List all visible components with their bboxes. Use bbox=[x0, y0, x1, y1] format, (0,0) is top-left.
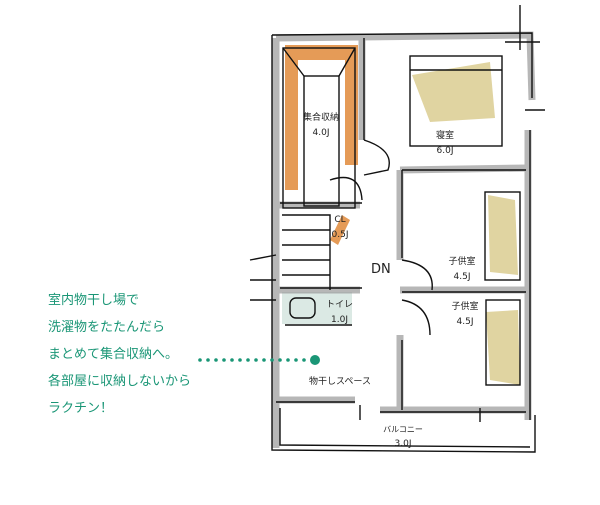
note-line: 室内物干し場で bbox=[48, 293, 140, 308]
room-name: バルコニー bbox=[383, 425, 423, 434]
bedroom-bed-fill bbox=[412, 62, 495, 122]
annotation-note: 室内物干し場で 洗濯物をたたんだら まとめて集合収納へ。 各部屋に収納しないから… bbox=[48, 287, 191, 422]
room-kids2: 子供室 4.5J bbox=[440, 300, 490, 330]
room-closet: CL 0.5J bbox=[325, 213, 355, 243]
room-size: 6.0J bbox=[436, 146, 454, 156]
dotted-leader-line bbox=[198, 355, 320, 365]
room-name: トイレ bbox=[325, 300, 353, 310]
room-name: 子供室 bbox=[451, 302, 479, 312]
room-size: 3.0J bbox=[394, 439, 412, 449]
room-drying-space: 物干しスペース bbox=[300, 375, 380, 390]
room-name: 集合収納 bbox=[302, 113, 339, 123]
note-line: ラクチン！ bbox=[48, 401, 114, 416]
note-line: 各部屋に収納しないから bbox=[48, 374, 192, 389]
leader-endpoint bbox=[310, 355, 320, 365]
room-toilet: トイレ 1.0J bbox=[322, 298, 357, 328]
room-size: 4.0J bbox=[312, 128, 330, 138]
room-size: 4.5J bbox=[453, 272, 471, 282]
toilet-fill bbox=[282, 292, 352, 324]
note-line: 洗濯物をたたんだら bbox=[48, 320, 166, 335]
room-bedroom: 寝室 6.0J bbox=[420, 129, 470, 159]
closet-highlight bbox=[330, 215, 350, 245]
room-name: 子供室 bbox=[448, 257, 476, 267]
kids1-bed-fill bbox=[488, 195, 518, 275]
room-size: 4.5J bbox=[456, 317, 474, 327]
room-size: 1.0J bbox=[331, 315, 348, 325]
room-size: 0.5J bbox=[331, 230, 349, 240]
room-name: CL bbox=[334, 215, 346, 225]
room-kids1: 子供室 4.5J bbox=[437, 255, 487, 285]
room-storage: 集合収納 4.0J bbox=[296, 111, 346, 141]
room-balcony: バルコニー 3.0J bbox=[378, 422, 428, 452]
note-line: まとめて集合収納へ。 bbox=[48, 347, 179, 362]
room-name: 寝室 bbox=[435, 131, 454, 141]
stairs-down-label: DN bbox=[371, 262, 391, 277]
room-name: 物干しスペース bbox=[309, 377, 371, 387]
kids2-bed-fill bbox=[486, 310, 520, 385]
